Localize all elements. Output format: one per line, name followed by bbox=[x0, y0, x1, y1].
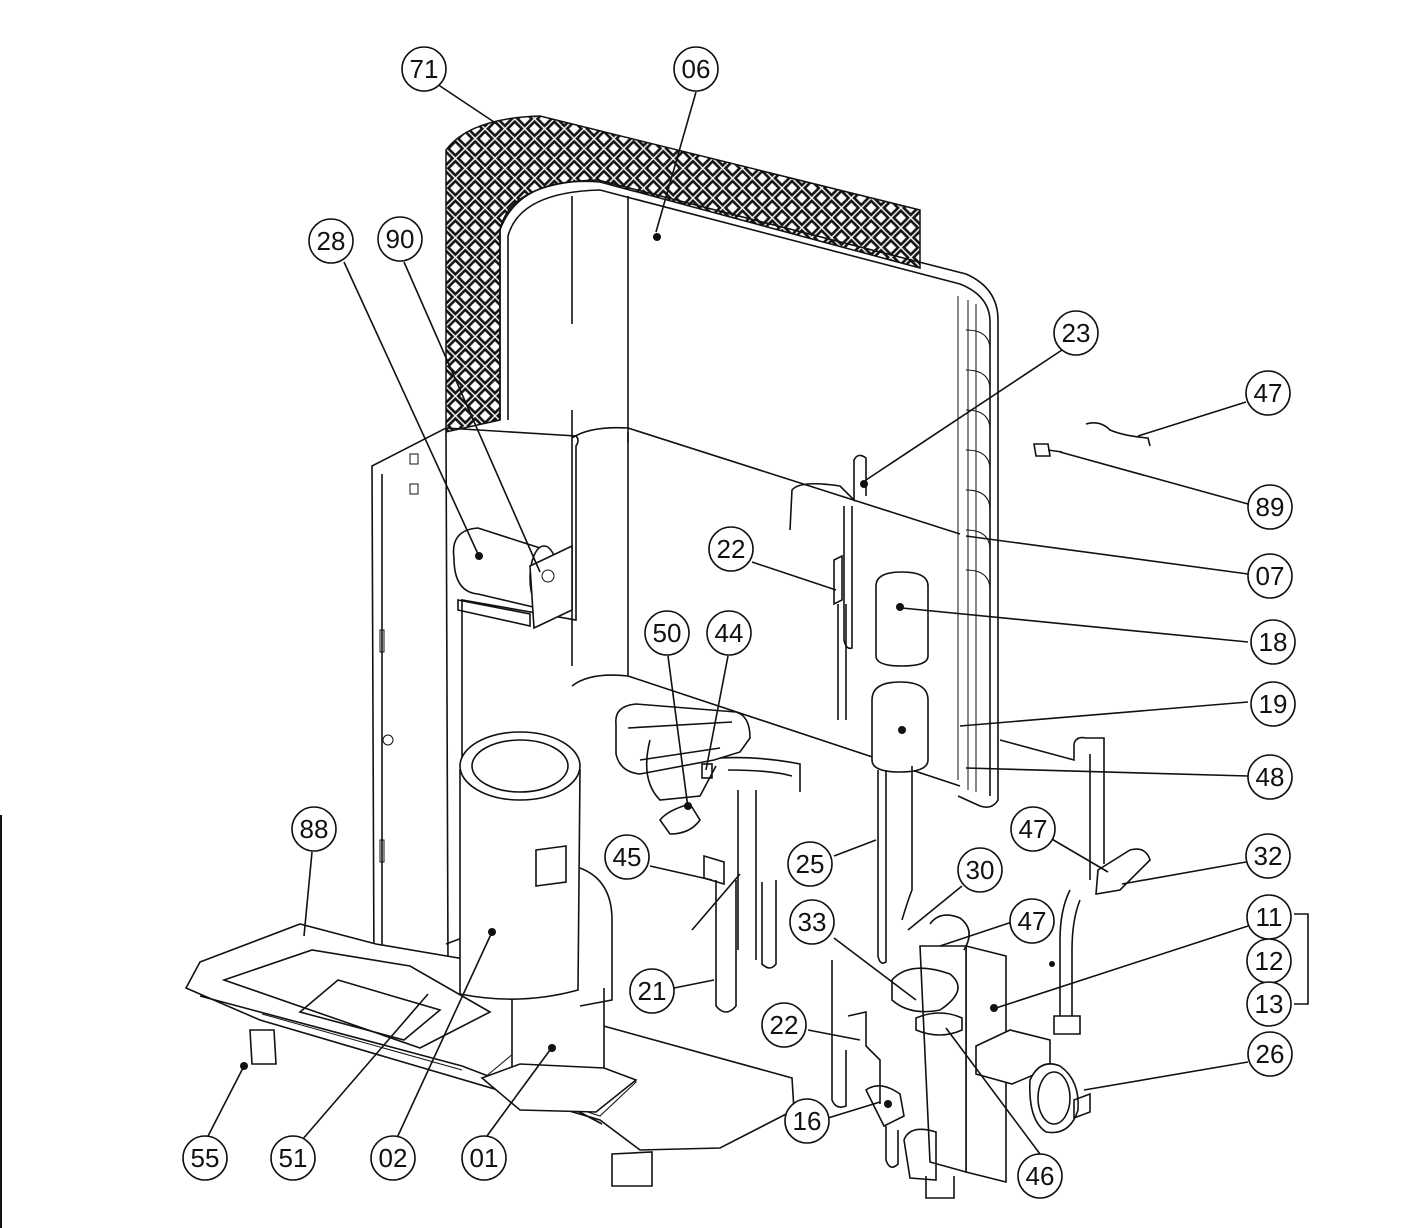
leader-lines bbox=[205, 81, 1309, 1155]
callout-07: 07 bbox=[1247, 553, 1293, 599]
svg-text:01: 01 bbox=[470, 1143, 499, 1173]
svg-text:28: 28 bbox=[317, 226, 346, 256]
svg-text:45: 45 bbox=[613, 842, 642, 872]
callout-11: 11 bbox=[1246, 894, 1292, 940]
svg-text:46: 46 bbox=[1026, 1161, 1055, 1191]
svg-text:55: 55 bbox=[191, 1143, 220, 1173]
callout-47-second: 47 bbox=[1010, 806, 1056, 852]
svg-text:11: 11 bbox=[1256, 902, 1283, 932]
condenser-coil bbox=[445, 115, 999, 808]
callout-21: 21 bbox=[629, 968, 675, 1014]
callout-06: 06 bbox=[673, 46, 719, 92]
callout-02: 02 bbox=[370, 1135, 416, 1181]
compressor bbox=[459, 731, 638, 1113]
callout-47: 47 bbox=[1245, 370, 1291, 416]
callout-33: 33 bbox=[789, 899, 835, 945]
callout-13: 13 bbox=[1246, 981, 1292, 1027]
svg-text:22: 22 bbox=[770, 1010, 799, 1040]
svg-text:07: 07 bbox=[1256, 561, 1285, 591]
callout-48: 48 bbox=[1247, 754, 1293, 800]
callout-32: 32 bbox=[1245, 833, 1291, 879]
callout-12: 12 bbox=[1246, 938, 1292, 984]
circulation-pump bbox=[1029, 1063, 1079, 1134]
receivers bbox=[871, 571, 929, 964]
svg-text:25: 25 bbox=[796, 849, 825, 879]
coil-ref-dot bbox=[653, 233, 661, 241]
callout-50: 50 bbox=[644, 610, 690, 656]
callout-22: 22 bbox=[708, 526, 754, 572]
svg-text:30: 30 bbox=[966, 855, 995, 885]
svg-text:19: 19 bbox=[1259, 689, 1288, 719]
callout-90: 90 bbox=[377, 216, 423, 262]
callout-51: 51 bbox=[270, 1135, 316, 1181]
svg-text:88: 88 bbox=[300, 814, 329, 844]
svg-text:22: 22 bbox=[717, 534, 746, 564]
callout-46: 46 bbox=[1017, 1153, 1063, 1199]
callout-01: 01 bbox=[461, 1135, 507, 1181]
coil-outline bbox=[499, 179, 999, 808]
svg-text:51: 51 bbox=[279, 1143, 308, 1173]
callout-23: 23 bbox=[1053, 310, 1099, 356]
svg-text:47: 47 bbox=[1254, 378, 1283, 408]
svg-text:44: 44 bbox=[715, 618, 744, 648]
svg-text:90: 90 bbox=[386, 224, 415, 254]
callout-47-third: 47 bbox=[1009, 898, 1055, 944]
callout-19: 19 bbox=[1250, 681, 1296, 727]
callout-16: 16 bbox=[784, 1098, 830, 1144]
side-panel-plate bbox=[371, 426, 449, 977]
svg-text:21: 21 bbox=[638, 976, 667, 1006]
svg-text:16: 16 bbox=[793, 1106, 822, 1136]
callout-22-second: 22 bbox=[761, 1002, 807, 1048]
heat-exchanger bbox=[891, 914, 1091, 1199]
callout-25: 25 bbox=[787, 841, 833, 887]
svg-text:26: 26 bbox=[1256, 1039, 1285, 1069]
compressor-jacket bbox=[459, 769, 581, 1000]
piping-assembly-right bbox=[999, 736, 1151, 1035]
fan-motor bbox=[452, 527, 573, 630]
svg-text:71: 71 bbox=[410, 54, 439, 84]
svg-text:89: 89 bbox=[1256, 492, 1285, 522]
svg-text:23: 23 bbox=[1062, 318, 1091, 348]
coil-mesh-guard bbox=[445, 115, 921, 433]
svg-text:33: 33 bbox=[798, 907, 827, 937]
callout-55: 55 bbox=[182, 1135, 228, 1181]
callout-44: 44 bbox=[706, 610, 752, 656]
svg-text:12: 12 bbox=[1255, 946, 1284, 976]
svg-text:50: 50 bbox=[653, 618, 682, 648]
svg-text:48: 48 bbox=[1256, 762, 1285, 792]
callout-71: 71 bbox=[401, 46, 447, 92]
svg-text:32: 32 bbox=[1254, 841, 1283, 871]
sensor-parts bbox=[1033, 422, 1151, 457]
svg-text:47: 47 bbox=[1019, 814, 1048, 844]
svg-text:18: 18 bbox=[1259, 627, 1288, 657]
callout-26: 26 bbox=[1247, 1031, 1293, 1077]
svg-text:13: 13 bbox=[1255, 989, 1284, 1019]
svg-text:06: 06 bbox=[682, 54, 711, 84]
svg-text:47: 47 bbox=[1018, 906, 1047, 936]
callout-18: 18 bbox=[1250, 619, 1296, 665]
callout-45: 45 bbox=[604, 834, 650, 880]
callout-89: 89 bbox=[1247, 484, 1293, 530]
callout-28: 28 bbox=[308, 218, 354, 264]
svg-text:02: 02 bbox=[379, 1143, 408, 1173]
callout-88: 88 bbox=[291, 806, 337, 852]
side-panel bbox=[371, 426, 579, 977]
piping-assembly-center bbox=[789, 454, 868, 720]
callout-30: 30 bbox=[957, 847, 1003, 893]
piping-assembly-lower bbox=[831, 960, 905, 1168]
left-edge-line bbox=[0, 815, 2, 1228]
callouts: 71 06 28 90 23 47 89 07 22 18 50 44 19 4… bbox=[182, 46, 1296, 1199]
